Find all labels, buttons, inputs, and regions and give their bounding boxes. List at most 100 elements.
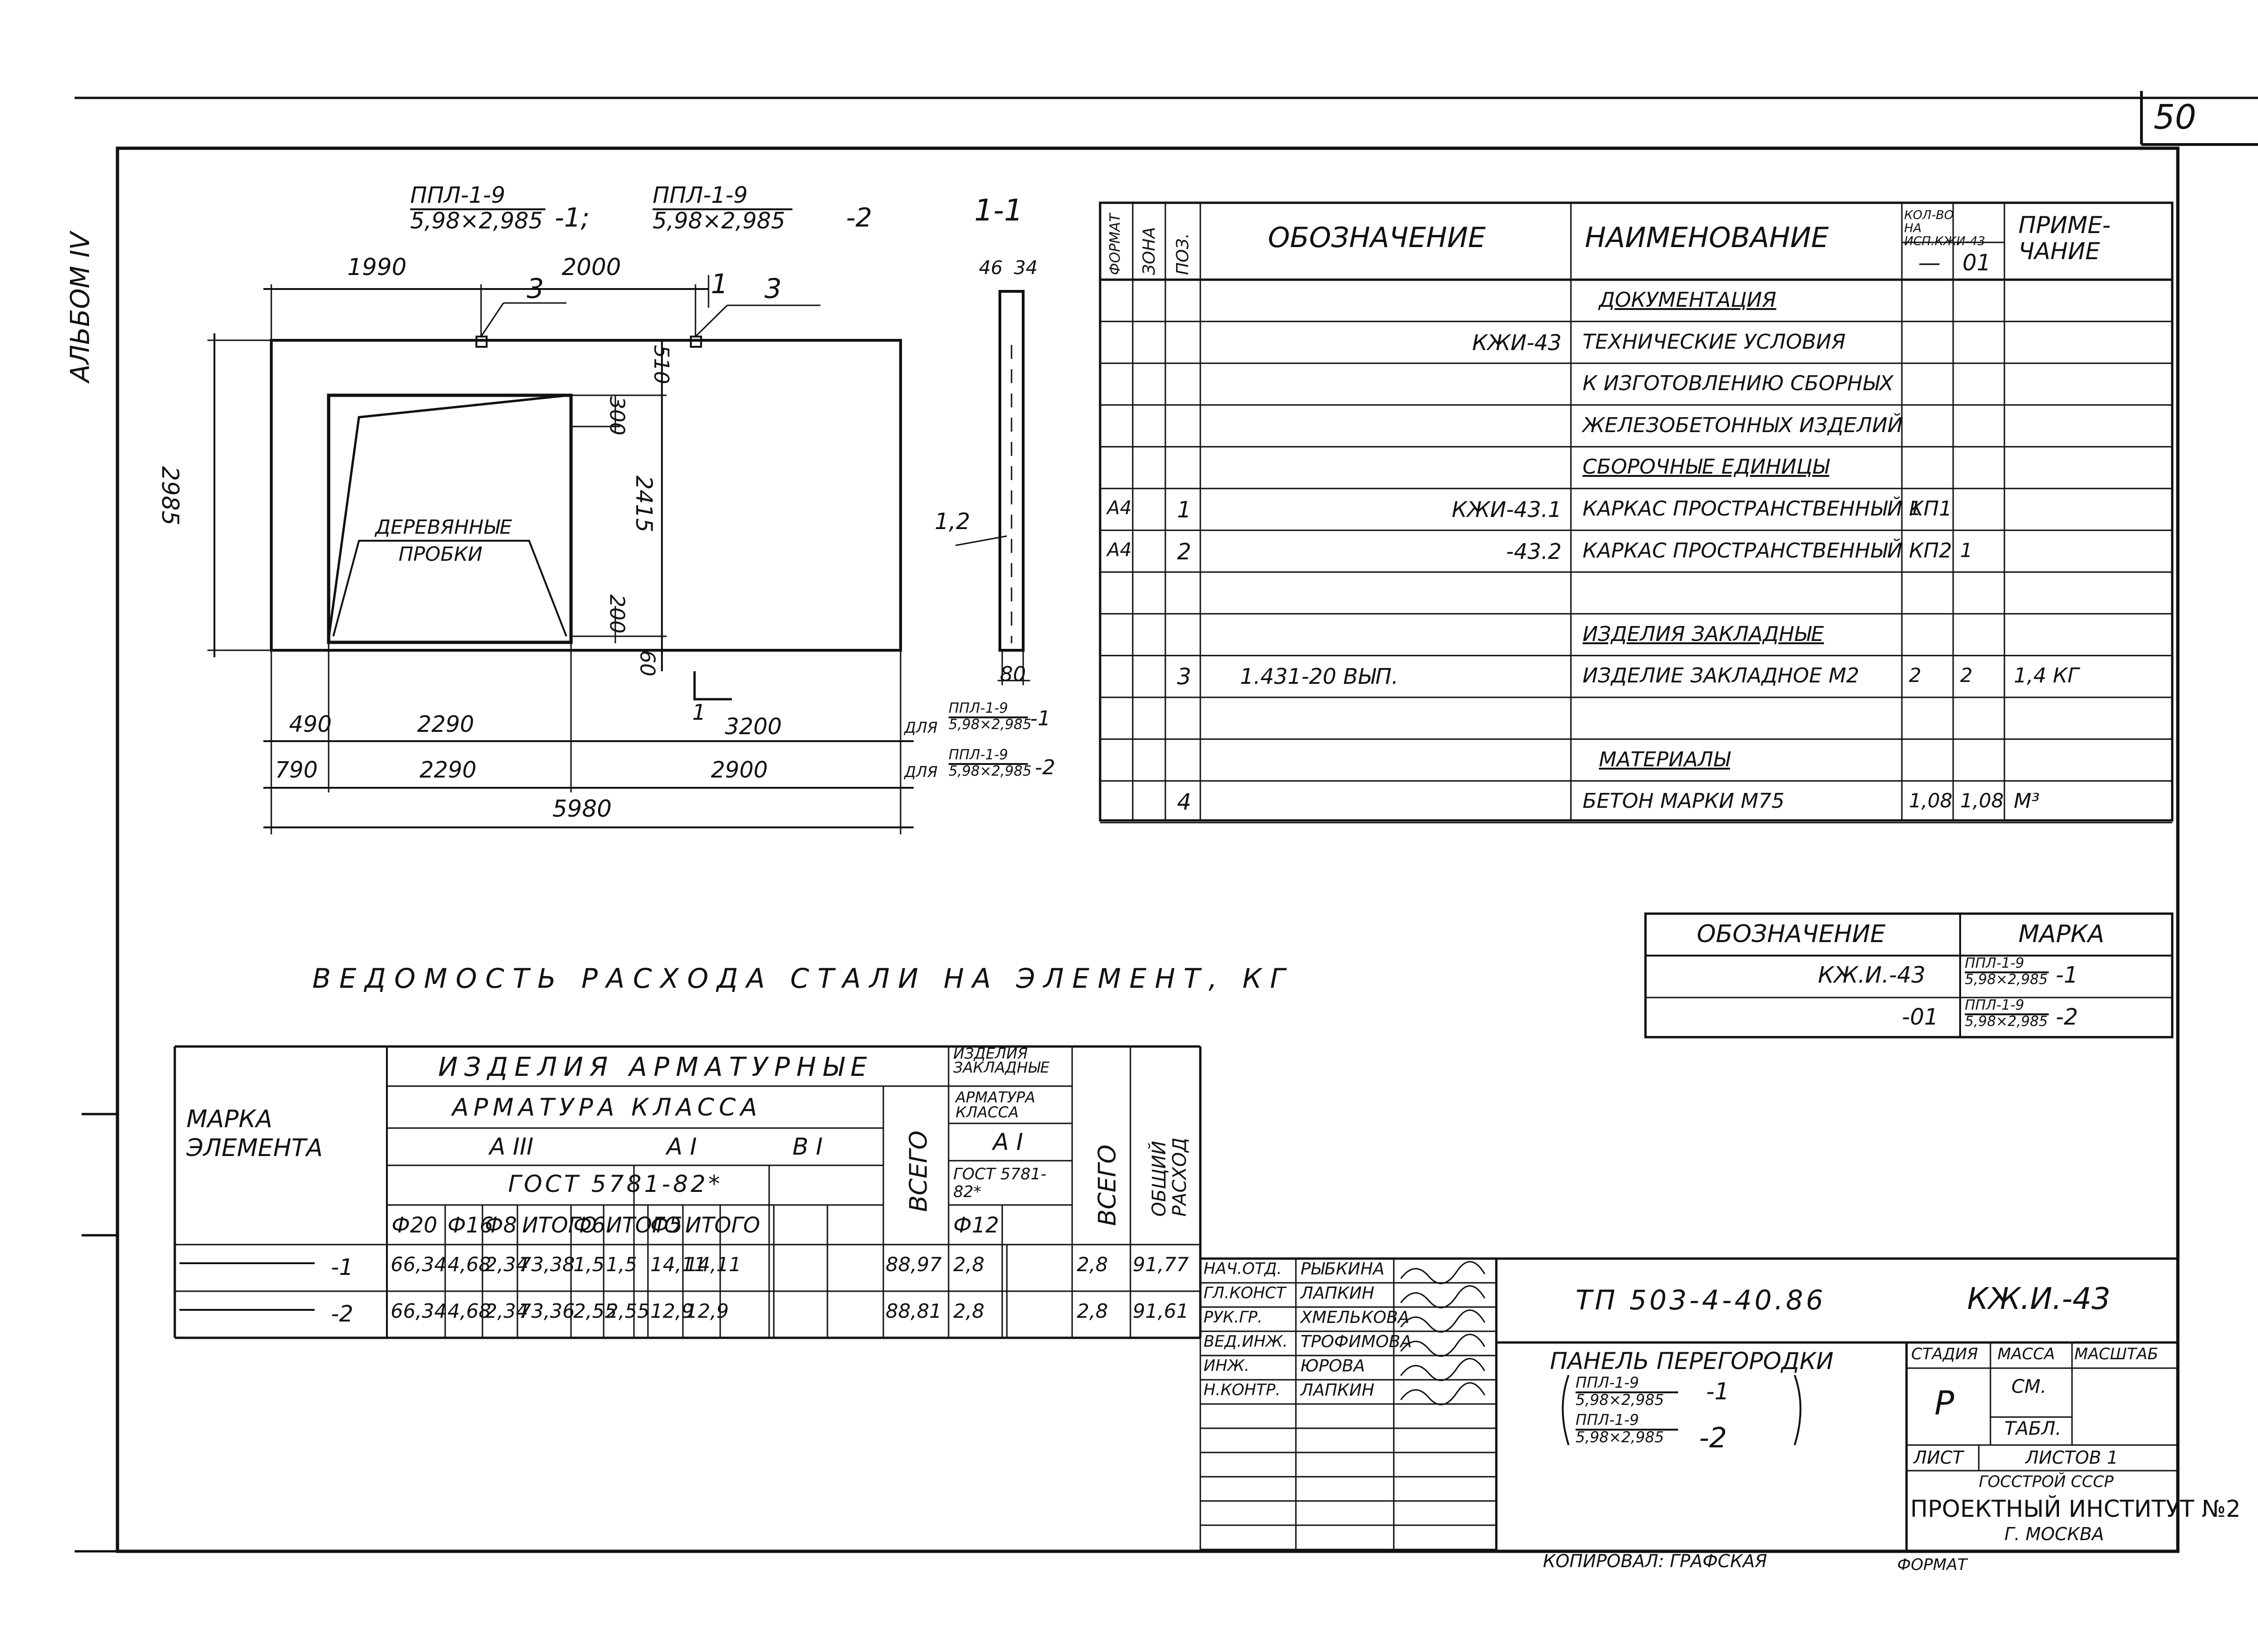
section-title: 1-1	[974, 193, 1023, 228]
steel-row1-cell-4: 2,55	[573, 1300, 617, 1322]
steel-h-total: ВСЕГО	[905, 1130, 933, 1212]
steel-row0-cell-8: 88,97	[886, 1253, 942, 1276]
steel-row0-cell-0: 66,34	[391, 1253, 447, 1276]
spec-designation-1: КЖИ-43	[1472, 330, 1562, 355]
steel-h-arm-class: АРМАТУРА КЛАССА	[452, 1094, 762, 1122]
spec-name-0: ДОКУМЕНТАЦИЯ	[1599, 288, 1776, 312]
page-number: 50	[2154, 97, 2196, 137]
tb-mass-h: МАССА	[1997, 1345, 2055, 1363]
steel-row1-cell-3: 73,36	[519, 1300, 575, 1322]
spec-qb-12: 1,08	[1960, 789, 2004, 812]
tb-item1-suffix: -1	[1706, 1378, 1729, 1405]
tb-role-1: ГЛ.КОНСТ	[1204, 1284, 1286, 1302]
steel-col-h-0: Ф20	[392, 1212, 438, 1238]
steel-h-total2: ВСЕГО	[1094, 1144, 1122, 1226]
spec-name-12: БЕТОН МАРКИ М75	[1583, 789, 1785, 813]
steel-col-h-5: ИТОГО	[606, 1212, 681, 1238]
marks-r2-bar	[1965, 1013, 2049, 1016]
spec-format-5: А4	[1107, 497, 1132, 519]
spec-designation-9: 1.431-20 ВЫП.	[1240, 664, 1398, 689]
marks-r1-num: ППЛ-1-9	[1965, 955, 2024, 971]
title-mark2-suffix: -2	[846, 203, 872, 233]
spec-h-designation: ОБОЗНАЧЕНИЕ	[1268, 221, 1486, 254]
title-mark1-bar	[410, 208, 545, 210]
tb-name-1: ЛАПКИН	[1301, 1284, 1375, 1303]
item-braces	[1562, 1375, 1802, 1446]
steel-h-gost2: ГОСТ 5781-82*	[953, 1165, 1046, 1201]
tb-name-2: ХМЕЛЬКОВА	[1301, 1308, 1410, 1327]
marks-r2-num: ППЛ-1-9	[1965, 997, 2024, 1013]
row1-2290: 2290	[417, 711, 475, 737]
spec-h-pos: ПОЗ.	[1173, 233, 1192, 275]
steel-row0-cell-12: 91,77	[1133, 1253, 1189, 1276]
tb-item1-den: 5,98×2,985	[1576, 1390, 1664, 1409]
row1-3200: 3200	[725, 714, 782, 740]
steel-row1-cell-9: 2,8	[953, 1300, 984, 1322]
row1-mark-bar	[949, 716, 1028, 719]
wood-label-1: ДЕРЕВЯННЫЕ	[375, 516, 512, 538]
tb-stage: Р	[1934, 1384, 1955, 1422]
steel-col-h-4: Ф6	[573, 1212, 606, 1238]
tb-item2-bar	[1576, 1428, 1678, 1431]
tb-org2: ПРОЕКТНЫЙ ИНСТИТУТ №2	[1910, 1495, 2241, 1522]
spec-note-9: 1,4 КГ	[2014, 664, 2079, 688]
steel-row0-cell-2: 2,34	[485, 1253, 529, 1276]
spec-format-6: А4	[1107, 539, 1132, 561]
signature-1	[1400, 1285, 1486, 1308]
spec-h-zone: ЗОНА	[1140, 227, 1159, 275]
row2-2900: 2900	[711, 757, 768, 783]
signature-5	[1400, 1382, 1486, 1405]
marks-r1-suffix: -1	[2056, 962, 2078, 988]
callout-3b: 3	[764, 273, 782, 304]
sec-34: 34	[1014, 257, 1038, 279]
tb-org1: ГОССТРОЙ СССР	[1979, 1473, 2114, 1491]
steel-h-gost: ГОСТ 5781-82*	[508, 1170, 723, 1198]
spec-name-5: КАРКАС ПРОСТРАНСТВЕННЫЙ КП1	[1583, 497, 1952, 521]
steel-row1-cell-2: 2,34	[485, 1300, 529, 1322]
dim-2985: 2985	[157, 466, 184, 526]
tb-role-0: НАЧ.ОТД.	[1204, 1260, 1282, 1278]
spec-note-12: М³	[2014, 789, 2040, 813]
spec-designation-6: -43.2	[1506, 538, 1562, 564]
row1-490: 490	[289, 711, 332, 737]
marks-r2-den: 5,98×2,985	[1965, 1013, 2048, 1030]
spec-qb-9: 2	[1960, 664, 1973, 687]
spec-qa-5: 1	[1909, 497, 1921, 520]
steel-row1-cell-11: 2,8	[1077, 1300, 1108, 1322]
row2-mark-den: 5,98×2,985	[949, 763, 1032, 779]
steel-h-bi: В I	[792, 1133, 823, 1160]
copied-by: КОПИРОВАЛ: ГРАФСКАЯ	[1543, 1551, 1767, 1571]
steel-row0-mark-bar	[179, 1262, 315, 1265]
steel-h-ai2: А I	[993, 1129, 1023, 1156]
spec-pos-5: 1	[1177, 497, 1191, 523]
row1-mark-num: ППЛ-1-9	[949, 700, 1008, 716]
dim-2000: 2000	[562, 254, 621, 281]
tb-role-2: РУК.ГР.	[1204, 1308, 1263, 1327]
spec-h-note: ПРИМЕ-ЧАНИЕ	[2018, 212, 2111, 265]
title-mark1-num: ППЛ-1-9	[410, 182, 505, 208]
marks-h-designation: ОБОЗНАЧЕНИЕ	[1697, 920, 1886, 948]
marks-r2-designation: -01	[1902, 1004, 1939, 1030]
tb-scale-h: МАСШТАБ	[2074, 1345, 2159, 1363]
row1-mark-den: 5,98×2,985	[949, 716, 1032, 733]
tb-sheets-h: ЛИСТОВ 1	[2025, 1447, 2118, 1468]
tb-name-0: РЫБКИНА	[1301, 1260, 1385, 1279]
spec-pos-12: 4	[1177, 789, 1191, 816]
tb-org3: Г. МОСКВА	[2004, 1524, 2104, 1544]
spec-name-2: К ИЗГОТОВЛЕНИЮ СБОРНЫХ	[1583, 372, 1893, 396]
spec-pos-9: 3	[1177, 664, 1191, 690]
spec-qb-6: 1	[1960, 538, 1973, 562]
marks-r2-suffix: -2	[2056, 1004, 2078, 1030]
steel-row0-cell-1: 4,68	[447, 1253, 491, 1276]
tb-role-4: ИНЖ.	[1204, 1356, 1250, 1375]
steel-row0-cell-7: 14,11	[685, 1253, 742, 1276]
format-label: ФОРМАТ	[1897, 1556, 1967, 1574]
steel-row1-cell-0: 66,34	[391, 1300, 447, 1322]
signature-3	[1400, 1334, 1486, 1357]
sec-80: 80	[1000, 662, 1026, 686]
tb-doc-code: ТП 503-4-40.86	[1576, 1284, 1826, 1316]
tb-role-5: Н.КОНТР.	[1204, 1381, 1280, 1399]
steel-row1-cell-7: 12,9	[685, 1300, 729, 1322]
steel-row1-cell-6: 12,9	[650, 1300, 694, 1322]
tb-role-3: ВЕД.ИНЖ.	[1204, 1332, 1288, 1351]
